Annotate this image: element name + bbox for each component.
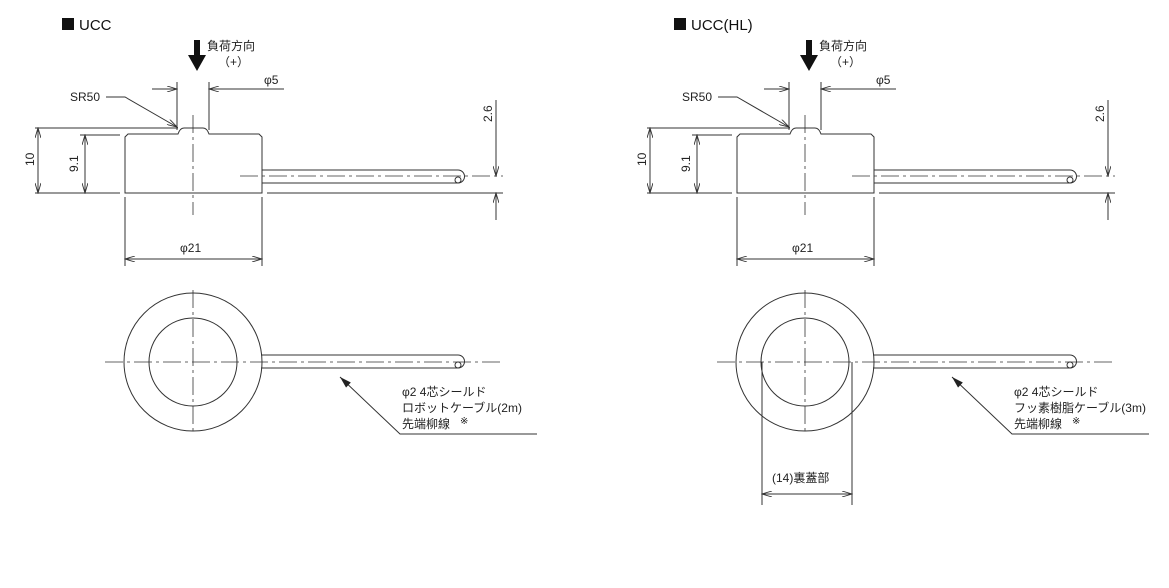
drawing-line [1066, 361, 1074, 369]
cable-spec-line2: ロボットケーブル(2m) [402, 400, 522, 415]
load-arrow-icon [800, 40, 818, 71]
cable [262, 169, 465, 184]
drawing-line [339, 376, 537, 435]
dim-height-total-label: 10 [635, 152, 649, 166]
dim-diameter-label: φ21 [792, 241, 813, 255]
drawing-ucc-hl: UCC(HL) 負荷方向 （+） φ5 SR50 10 9.1 2.6 φ21 … [635, 17, 1149, 505]
cable-spec-line2: フッ素樹脂ケーブル(3m) [1014, 400, 1146, 415]
title-bullet [674, 18, 686, 30]
cable-spec-line3: 先端柳線 [1014, 416, 1062, 431]
dim-diameter-label: φ21 [180, 241, 201, 255]
drawing-title: UCC [79, 17, 112, 34]
drawing-ucc: UCC 負荷方向 （+） φ5 SR50 10 9.1 2.6 φ21 φ2 4… [23, 17, 537, 435]
drawing-line [454, 176, 462, 184]
drawing-line [106, 96, 177, 127]
load-sign-label: （+） [830, 55, 861, 69]
dim-height-body-label: 9.1 [67, 155, 81, 172]
sphere-radius-label: SR50 [682, 90, 712, 104]
title-bullet [62, 18, 74, 30]
drawing-line [194, 40, 200, 56]
drawing-title: UCC(HL) [691, 17, 753, 34]
drawing-line [800, 55, 818, 71]
drawing-line [1066, 176, 1074, 184]
load-arrow-icon [188, 40, 206, 71]
drawing-line [718, 96, 789, 127]
cable-spec-line3: 先端柳線 [402, 416, 450, 431]
dim-height-body-label: 9.1 [679, 155, 693, 172]
dim-height-total-label: 10 [23, 152, 37, 166]
dim-cable-label: 2.6 [1093, 105, 1107, 122]
drawing-line [806, 40, 812, 56]
load-cell-body [736, 127, 875, 194]
note-mark: ※ [460, 416, 468, 427]
load-cell-body [124, 127, 263, 194]
sphere-radius-label: SR50 [70, 90, 100, 104]
drawing-line [261, 354, 465, 369]
back-cover-label: (14)裏蓋部 [772, 470, 829, 485]
cable [874, 169, 1077, 184]
drawing-line [951, 376, 1149, 435]
drawing-line [454, 361, 462, 369]
dim-cable-label: 2.6 [481, 105, 495, 122]
load-sign-label: （+） [218, 55, 249, 69]
note-mark: ※ [1072, 416, 1080, 427]
load-direction-label: 負荷方向 [207, 38, 255, 53]
drawing-line [188, 55, 206, 71]
dim-boss-label: φ5 [876, 73, 891, 87]
dim-boss-label: φ5 [264, 73, 279, 87]
load-direction-label: 負荷方向 [819, 38, 867, 53]
cable-spec-line1: φ2 4芯シールド [402, 385, 486, 399]
cable-spec-line1: φ2 4芯シールド [1014, 385, 1098, 399]
drawing-line [873, 354, 1077, 369]
